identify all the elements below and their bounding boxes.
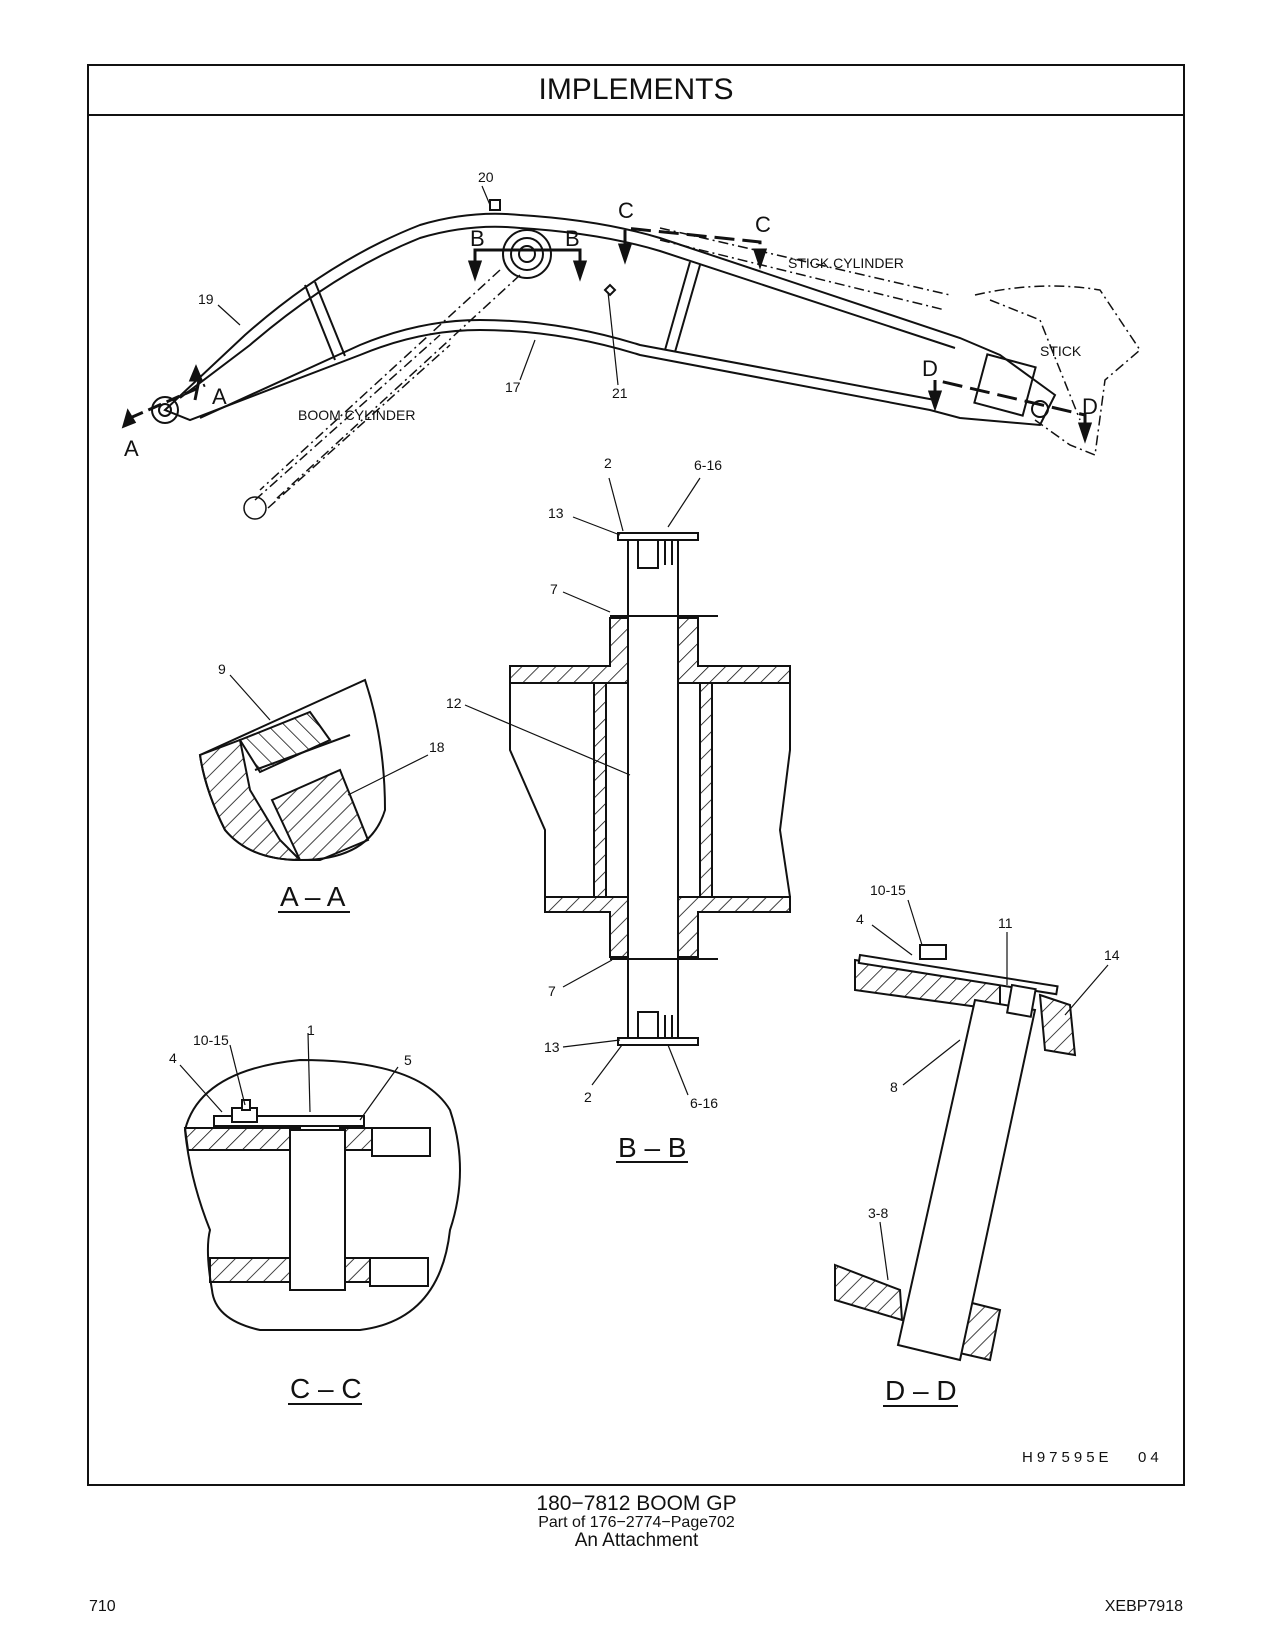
attachment-line: An Attachment [574, 1530, 699, 1551]
dd-callout-14: 14 [1104, 947, 1120, 963]
aa-callout-18: 18 [429, 739, 445, 755]
bb-callout-2-bottom: 2 [584, 1089, 592, 1105]
dd-callout-10-15: 10-15 [870, 882, 906, 898]
stick-outline [659, 227, 1141, 457]
bb-callout-7-bottom: 7 [548, 983, 556, 999]
callout-20: 20 [478, 169, 494, 185]
section-marker-c-right: C [755, 212, 771, 237]
section-marker-a-left: A [124, 436, 139, 461]
bb-callout-12: 12 [446, 695, 462, 711]
bb-callout-6-16-top: 6-16 [694, 457, 722, 473]
section-bb [509, 532, 791, 1046]
dd-callout-8: 8 [890, 1079, 898, 1095]
bb-callout-6-16-bottom: 6-16 [690, 1095, 718, 1111]
label-stick-cylinder: STICK CYLINDER [788, 255, 904, 271]
aa-callout-9: 9 [218, 661, 226, 677]
section-title-aa: A – A [280, 881, 346, 912]
label-boom-cylinder: BOOM CYLINDER [298, 407, 415, 423]
section-aa [198, 678, 387, 862]
part-number-line: 180−7812 BOOM GP [536, 1492, 737, 1515]
section-marker-d-right: D [1082, 394, 1098, 419]
section-marker-b-left: B [470, 226, 485, 251]
callout-21: 21 [612, 385, 628, 401]
cc-callout-1: 1 [307, 1022, 315, 1038]
section-dd [834, 944, 1077, 1362]
section-marker-d-left: D [922, 356, 938, 381]
illustration-revision: 04 [1138, 1449, 1163, 1466]
section-title-cc: C – C [290, 1373, 362, 1404]
leader-lines [217, 185, 619, 386]
diagram-frame: IMPLEMENTS [87, 64, 1185, 1486]
section-title-bb: B – B [618, 1132, 686, 1163]
part-of-line: Part of 176−2774−Page702 [538, 1514, 735, 1531]
boom-assembly [151, 199, 1057, 427]
bb-callout-13-top: 13 [548, 505, 564, 521]
callout-19: 19 [198, 291, 214, 307]
section-title-dd: D – D [885, 1375, 957, 1406]
cc-callout-5: 5 [404, 1052, 412, 1068]
label-stick: STICK [1040, 343, 1082, 359]
section-marker-b-right: B [565, 226, 580, 251]
bb-callout-2-top: 2 [604, 455, 612, 471]
section-bb-leaders [464, 477, 701, 1096]
section-cc [183, 1058, 461, 1331]
page-number: 710 [89, 1598, 116, 1615]
dd-callout-3-8: 3-8 [868, 1205, 888, 1221]
cc-callout-4: 4 [169, 1050, 177, 1066]
boom-cylinder [243, 269, 521, 520]
bb-callout-13-bottom: 13 [544, 1039, 560, 1055]
dd-callout-4: 4 [856, 911, 864, 927]
callout-17: 17 [505, 379, 521, 395]
dd-callout-11: 11 [998, 915, 1013, 931]
cc-callout-10-15: 10-15 [193, 1032, 229, 1048]
page-title: IMPLEMENTS [89, 66, 1183, 116]
bb-callout-7-top: 7 [550, 581, 558, 597]
section-marker-c-left: C [618, 198, 634, 223]
document-number: XEBP7918 [1104, 1598, 1183, 1615]
section-marker-a-right: A [212, 384, 227, 409]
section-arrows [121, 226, 1093, 444]
illustration-code: H97595E [1022, 1449, 1113, 1466]
